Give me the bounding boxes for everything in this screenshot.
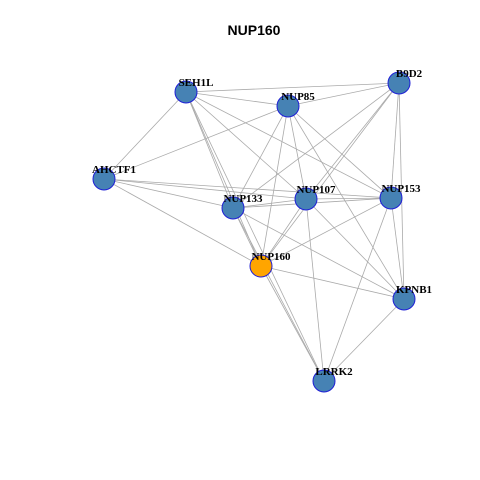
edge-nup133-lrrk2 [232, 207, 325, 382]
node-label-kpnb1: KPNB1 [396, 284, 432, 296]
edge-ahctf1-nup160 [103, 178, 262, 267]
edge-seh1l-nup153 [185, 91, 392, 199]
node-ahctf1 [92, 167, 116, 191]
node-b9d2 [387, 71, 411, 95]
edge-nup160-kpnb1 [260, 265, 405, 300]
edge-nup153-nup160 [260, 197, 392, 267]
edge-b9d2-nup133 [232, 82, 400, 209]
edge-nup107-nup153 [305, 197, 392, 200]
node-seh1l [174, 80, 198, 104]
edge-kpnb1-lrrk2 [323, 298, 405, 382]
node-label-nup107: NUP107 [296, 184, 336, 196]
edge-seh1l-b9d2 [185, 82, 400, 93]
edge-seh1l-nup85 [185, 91, 289, 107]
node-label-b9d2: B9D2 [396, 68, 423, 80]
node-label-lrrk2: LRRK2 [315, 366, 353, 378]
edge-nup160-lrrk2 [260, 265, 325, 382]
edge-seh1l-lrrk2 [185, 91, 325, 382]
edge-seh1l-nup133 [185, 91, 234, 209]
node-label-nup160: NUP160 [251, 251, 291, 263]
edge-nup85-ahctf1 [103, 105, 289, 180]
edge-nup107-nup160 [260, 198, 307, 267]
edge-b9d2-nup107 [305, 82, 400, 200]
node-label-nup153: NUP153 [381, 183, 421, 195]
node-label-ahctf1: AHCTF1 [92, 164, 136, 176]
edge-nup85-nup160 [260, 105, 289, 267]
node-nup85 [276, 94, 300, 118]
node-nup133 [221, 196, 245, 220]
diagram-title: NUP160 [228, 22, 281, 38]
edge-nup107-lrrk2 [305, 198, 325, 382]
edge-nup85-nup107 [287, 105, 307, 200]
node-label-nup133: NUP133 [223, 193, 263, 205]
edge-nup133-nup107 [232, 198, 307, 209]
node-nup153 [379, 186, 403, 210]
edge-ahctf1-nup153 [103, 178, 392, 199]
edge-nup153-lrrk2 [323, 197, 392, 382]
node-label-seh1l: SEH1L [179, 77, 214, 89]
node-label-nup85: NUP85 [281, 91, 315, 103]
node-lrrk2 [312, 369, 336, 393]
edge-seh1l-ahctf1 [103, 91, 187, 180]
edge-nup153-kpnb1 [390, 197, 405, 300]
node-kpnb1 [392, 287, 416, 311]
node-layer [92, 71, 416, 393]
edge-seh1l-nup107 [185, 91, 307, 200]
edge-b9d2-nup153 [390, 82, 400, 199]
edge-ahctf1-nup107 [103, 178, 307, 200]
edge-nup85-nup133 [232, 105, 289, 209]
edge-nup85-nup153 [287, 105, 392, 199]
edge-b9d2-kpnb1 [398, 82, 405, 300]
edge-nup107-kpnb1 [305, 198, 405, 300]
node-nup107 [294, 187, 318, 211]
edge-nup85-kpnb1 [287, 105, 405, 300]
edge-ahctf1-nup133 [103, 178, 234, 209]
edge-nup133-kpnb1 [232, 207, 405, 300]
node-nup160 [249, 254, 273, 278]
edge-layer [103, 82, 405, 382]
edge-nup85-b9d2 [287, 82, 400, 107]
